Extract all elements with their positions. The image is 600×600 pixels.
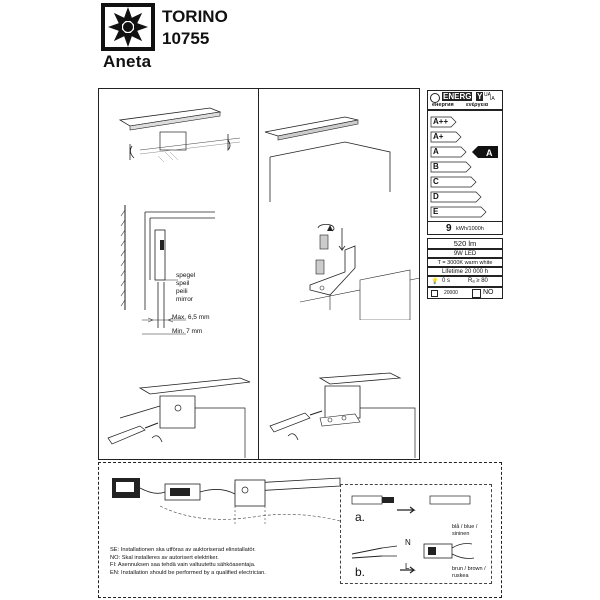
product-number: 10755 xyxy=(162,29,210,48)
cycles-value: 20000 xyxy=(444,290,458,296)
start-ra-box: 💡 0 s Rₐ ≥ 80 xyxy=(427,276,503,287)
dimmer-icon xyxy=(472,289,481,298)
energy-class-b: B xyxy=(433,162,439,171)
brand-name: Aneta xyxy=(103,52,152,71)
energy-label-header: ENERG Y UA IA енергия ενέργεια xyxy=(427,90,503,110)
warning-se: SE: Installationen ska utföras av auktor… xyxy=(110,547,256,553)
wiring-overview-illustration xyxy=(112,477,341,526)
blue-wire-label: blå / blue / sininen xyxy=(452,524,477,538)
energy-class-d: D xyxy=(433,192,439,201)
color-temp-box: T = 3000K warm white xyxy=(427,258,503,267)
lifetime-box: Lifetime 20 000 h xyxy=(427,267,503,276)
energy-header-y: Y xyxy=(476,92,484,101)
dimmable-value: NO xyxy=(483,289,494,296)
brown-wire-text-2: ruskea xyxy=(452,573,469,579)
wiring-detail-box xyxy=(340,484,492,584)
step3-illustration xyxy=(107,377,251,458)
mirror-label-se: spegel xyxy=(176,272,196,279)
blue-wire-text-1: blå / blue / xyxy=(452,524,478,530)
wiring-steps-illustration xyxy=(351,495,475,574)
energy-class-e: E xyxy=(433,207,439,216)
neutral-label: N xyxy=(405,538,411,547)
warning-no: NO: Skal installeres av autorisert elekt… xyxy=(110,554,219,561)
mirror-label-no: speil xyxy=(176,280,190,287)
live-label: L xyxy=(405,562,410,571)
bracket-screw-detail xyxy=(300,223,420,320)
step2-illustration xyxy=(264,116,391,202)
energy-consumption: 9 kWh/1000h xyxy=(427,221,503,235)
brown-wire-text-1: brun / brown / xyxy=(452,566,486,572)
aneta-logo xyxy=(101,3,155,51)
led-box: 9W LED xyxy=(427,249,503,258)
energy-label: ENERG Y UA IA енергия ενέργεια A++ A+ A … xyxy=(427,90,503,320)
energy-class-scale: A++ A+ A B C D E A xyxy=(427,110,503,222)
instruction-panel xyxy=(98,88,420,460)
lumen-box: 520 lm xyxy=(427,238,503,249)
step4-illustration xyxy=(269,372,416,458)
min-dimension-label: Min. 7 mm xyxy=(172,328,203,335)
step-b-label: b. xyxy=(355,565,366,579)
bulb-icon: 💡 xyxy=(431,279,439,285)
panel-divider xyxy=(258,89,259,459)
energy-header-cyrillic: енергия xyxy=(432,102,454,108)
energy-header-greek: ενέργεια xyxy=(466,102,489,108)
energy-class-ap: A+ xyxy=(433,132,444,141)
mirror-label-en: mirror xyxy=(176,296,193,303)
warning-fi: FI: Asennuksen saa tehdä vain valtuutett… xyxy=(110,562,256,569)
switch-icon xyxy=(431,290,438,297)
mirror-label-fi: peili xyxy=(176,288,188,295)
step-a-label: a. xyxy=(355,510,366,524)
cycles-dim-box: 20000 NO xyxy=(427,287,503,299)
energy-header-ia: IA xyxy=(490,96,495,102)
ra-value: Rₐ ≥ 80 xyxy=(468,278,488,284)
energy-class-c: C xyxy=(433,177,439,186)
energy-class-a: A xyxy=(433,147,439,156)
installation-warnings: SE: Installationen ska utföras av auktor… xyxy=(110,547,266,577)
mirror-clamp-detail xyxy=(120,205,215,335)
consumption-value: 9 xyxy=(446,223,452,234)
energy-class-app: A++ xyxy=(433,117,449,126)
product-title: TORINO 10755 xyxy=(162,6,228,50)
energy-header-ua: UA xyxy=(484,92,491,98)
energy-header-energ: ENERG xyxy=(442,92,473,101)
product-name: TORINO xyxy=(162,7,228,26)
start-time: 0 s xyxy=(442,278,451,284)
brown-wire-label: brun / brown / ruskea xyxy=(452,566,486,580)
wiring-panel xyxy=(98,462,502,598)
max-dimension-label: Max. 6,5 mm xyxy=(172,314,210,321)
consumption-unit: kWh/1000h xyxy=(456,226,484,232)
energy-class-arrows xyxy=(430,116,498,218)
mirror-labels: spegel speil peili mirror xyxy=(176,272,195,304)
eu-stars-icon xyxy=(430,93,440,103)
blue-wire-text-2: sininen xyxy=(452,531,470,537)
warning-en: EN: Installation should be performed by … xyxy=(110,569,266,576)
step1-illustration xyxy=(118,107,241,163)
energy-selected-class: A xyxy=(486,148,493,158)
